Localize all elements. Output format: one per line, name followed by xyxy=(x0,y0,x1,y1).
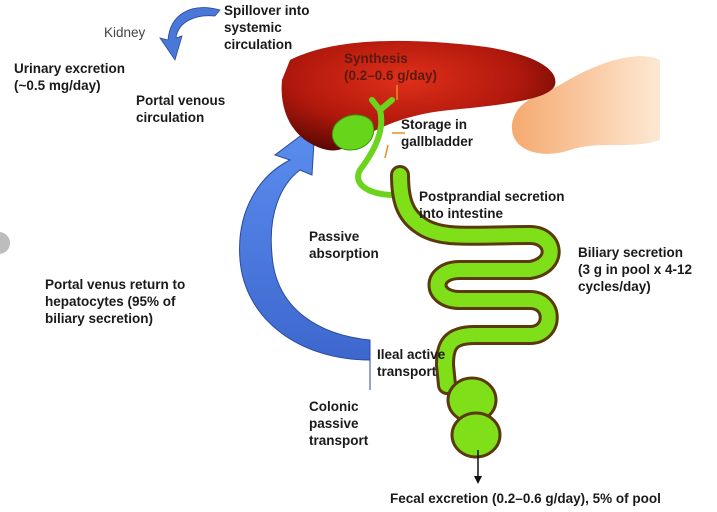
spillover-label: Spillover into systemic circulation xyxy=(224,2,310,53)
colonic-line-1: Colonic xyxy=(309,399,359,414)
postprandial-label: Postprandial secretion into intestine xyxy=(419,188,565,222)
urinary-label: Urinary excretion (~0.5 mg/day) xyxy=(14,60,125,94)
portal-return-arrow xyxy=(239,123,371,390)
biliary-line-3: cycles/day) xyxy=(578,279,651,294)
portal-return-label: Portal venus return to hepatocytes (95% … xyxy=(45,276,185,327)
intestine-core xyxy=(393,168,558,392)
storage-line-2: gallbladder xyxy=(401,134,474,149)
biliary-line-2: (3 g in pool x 4-12 xyxy=(578,262,693,277)
portal-venous-line-2: circulation xyxy=(136,110,205,125)
fecal-label: Fecal excretion (0.2–0.6 g/day), 5% of p… xyxy=(390,491,661,506)
ileal-label: Ileal active transport xyxy=(377,346,445,380)
synthesis-label: Synthesis (0.2–0.6 g/day) xyxy=(344,50,437,84)
portal-venous-label: Portal venous circulation xyxy=(136,92,225,126)
side-scroll-handle xyxy=(0,232,10,254)
storage-label: Storage in gallbladder xyxy=(401,116,473,150)
spillover-line-3: circulation xyxy=(224,37,293,52)
colon-lower xyxy=(450,411,502,459)
secretion-arrow xyxy=(384,144,389,159)
bile-duct xyxy=(355,97,398,198)
passive-absorption-label: Passive absorption xyxy=(309,228,379,262)
gallbladder-shape xyxy=(331,114,375,151)
synthesis-line-1: Synthesis xyxy=(344,51,408,66)
storage-line-1: Storage in xyxy=(401,117,468,132)
biliary-secretion-label: Biliary secretion (3 g in pool x 4-12 cy… xyxy=(578,244,692,295)
stomach-shape xyxy=(511,56,660,154)
postprandial-line-2: into intestine xyxy=(419,206,503,221)
postprandial-line-1: Postprandial secretion xyxy=(419,189,565,204)
biliary-line-1: Biliary secretion xyxy=(578,245,684,260)
colonic-line-3: transport xyxy=(309,433,369,448)
portal-return-line-3: biliary secretion) xyxy=(45,311,154,326)
portal-return-line-1: Portal venus return to xyxy=(45,277,186,292)
synthesis-line-2: (0.2–0.6 g/day) xyxy=(344,68,438,83)
urinary-line-2: (~0.5 mg/day) xyxy=(14,78,101,93)
passive-line-1: Passive xyxy=(309,229,360,244)
portal-venous-line-1: Portal venous xyxy=(136,93,226,108)
kidney-label: Kidney xyxy=(104,25,146,40)
passive-line-2: absorption xyxy=(309,246,379,261)
spillover-arrow xyxy=(159,7,221,61)
colonic-label: Colonic passive transport xyxy=(309,398,368,449)
ileal-line-2: transport xyxy=(377,364,437,379)
ileal-line-1: Ileal active xyxy=(377,347,446,362)
colonic-line-2: passive xyxy=(309,416,359,431)
spillover-line-2: systemic xyxy=(224,20,282,35)
spillover-line-1: Spillover into xyxy=(224,3,310,18)
portal-return-line-2: hepatocytes (95% of xyxy=(45,294,176,309)
urinary-line-1: Urinary excretion xyxy=(14,61,126,76)
